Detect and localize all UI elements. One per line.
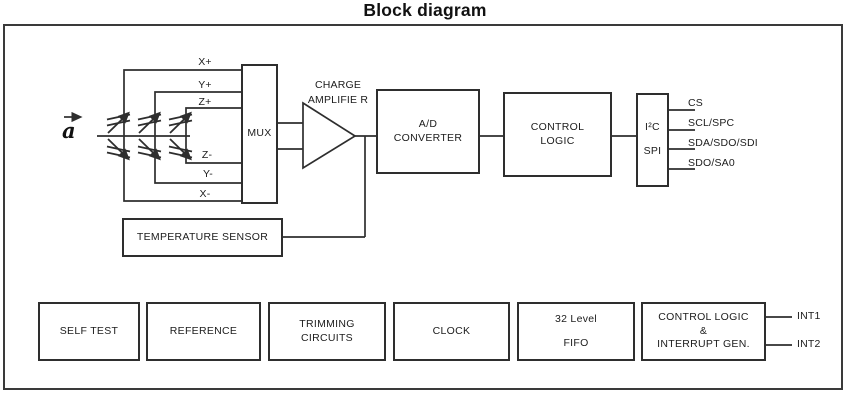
spi-label: SPI — [643, 145, 662, 157]
fifo-line2: FIFO — [563, 336, 589, 349]
trimming-line1: TRIMMING — [299, 317, 355, 330]
fifo-block: 32 Level FIFO — [517, 302, 635, 361]
clock-block: CLOCK — [393, 302, 510, 361]
self-test-block: SELF TEST — [38, 302, 140, 361]
adc-label-line2: CONVERTER — [393, 131, 463, 144]
charge-amplifier-label: CHARGE AMPLIFIE R — [307, 79, 369, 107]
x-loop-wire — [123, 69, 241, 202]
y-loop-wire — [154, 91, 241, 184]
pin-label-cs: CS — [688, 97, 703, 109]
i2c-label: I²C — [645, 121, 660, 134]
wire-label-y-minus: Y- — [203, 168, 213, 180]
control-logic-line1: CONTROL — [530, 120, 585, 133]
wire-label-x-minus: X- — [199, 188, 211, 200]
interface-block: I²C SPI — [636, 93, 669, 187]
mux-block: MUX — [241, 64, 278, 204]
reference-block: REFERENCE — [146, 302, 261, 361]
pin-label-sda-sdo-sdi: SDA/SDO/SDI — [688, 137, 758, 149]
trimming-circuits-block: TRIMMING CIRCUITS — [268, 302, 386, 361]
interrupt-gen-block: CONTROL LOGIC & INTERRUPT GEN. — [641, 302, 766, 361]
control-logic-block: CONTROL LOGIC — [503, 92, 612, 177]
wire-label-x-plus: X+ — [198, 56, 212, 68]
temperature-sensor-label: TEMPERATURE SENSOR — [136, 230, 269, 243]
pin-label-int1: INT1 — [797, 310, 821, 322]
pin-label-scl-spc: SCL/SPC — [688, 117, 735, 129]
fifo-line1: 32 Level — [554, 312, 598, 325]
interrupt-gen-line3: INTERRUPT GEN. — [657, 338, 750, 351]
self-test-label: SELF TEST — [59, 324, 119, 337]
reference-label: REFERENCE — [169, 324, 238, 337]
interrupt-gen-line2: & — [699, 324, 708, 337]
mux-label: MUX — [247, 127, 272, 140]
acceleration-vector-label: a — [62, 118, 76, 143]
adc-block: A/D CONVERTER — [376, 89, 480, 174]
pin-label-int2: INT2 — [797, 338, 821, 350]
interrupt-gen-line1: CONTROL LOGIC — [658, 311, 749, 324]
wire-label-z-minus: Z- — [201, 149, 213, 161]
clock-label: CLOCK — [432, 324, 471, 337]
z-loop-wire — [185, 107, 241, 164]
pin-label-sdo-sa0: SDO/SA0 — [688, 157, 735, 169]
trimming-line2: CIRCUITS — [301, 331, 353, 344]
wire-label-y-plus: Y+ — [198, 79, 212, 91]
wire-label-z-plus: Z+ — [198, 96, 212, 108]
control-logic-line2: LOGIC — [540, 134, 575, 147]
adc-label-line1: A/D — [418, 117, 438, 130]
diagram-border — [3, 24, 843, 390]
diagram-title: Block diagram — [363, 0, 487, 20]
temperature-sensor-block: TEMPERATURE SENSOR — [122, 218, 283, 257]
charge-amplifier-symbol — [302, 101, 357, 170]
